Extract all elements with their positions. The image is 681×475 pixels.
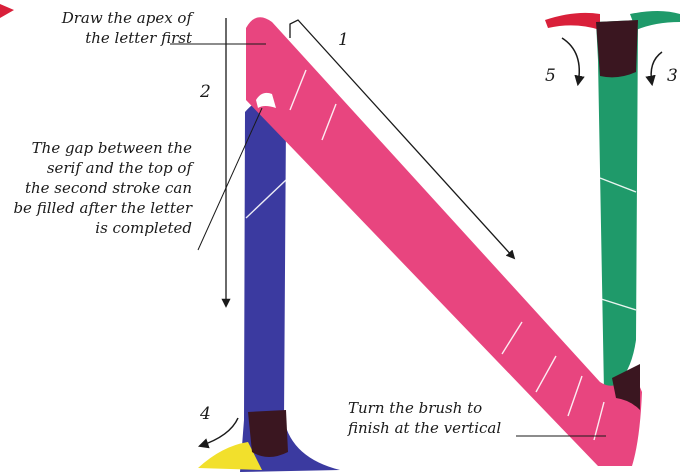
turn-caption: Turn the brush to finish at the vertical — [348, 398, 548, 438]
stroke-number-4: 4 — [200, 404, 211, 424]
gap-caption: The gap between the serif and the top of… — [2, 138, 192, 238]
stroke-number-1: 1 — [338, 30, 349, 50]
left-stem-overlap — [248, 410, 288, 457]
stroke-number-3: 3 — [667, 66, 678, 86]
apex-caption: Draw the apex of the letter first — [20, 8, 192, 48]
right-stem-overlap — [596, 20, 638, 77]
corner-mark — [0, 4, 14, 18]
top-right-serif-red — [545, 13, 600, 30]
stroke-3-arrow — [651, 52, 662, 84]
stroke-number-5: 5 — [545, 66, 556, 86]
stroke-number-2: 2 — [200, 82, 211, 102]
stroke-5-arrow — [562, 38, 579, 84]
